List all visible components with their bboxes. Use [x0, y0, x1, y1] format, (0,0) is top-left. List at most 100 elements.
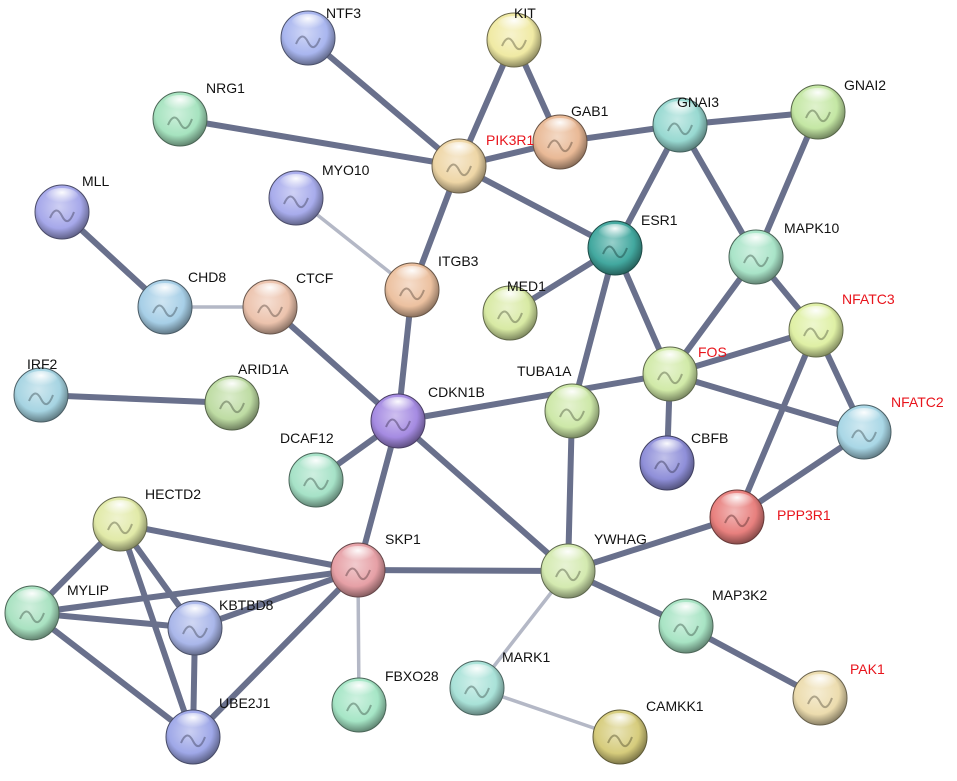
node-arid1a[interactable]: ARID1A: [204, 361, 289, 431]
node-label-ywhag: YWHAG: [594, 531, 647, 547]
node-camkk1[interactable]: CAMKK1: [592, 698, 704, 765]
edge-ywhag-skp1[interactable]: [355, 567, 571, 574]
node-highlight: [803, 673, 837, 693]
edge-mylip-ube2j1[interactable]: [29, 610, 196, 740]
protein-structure-icon: [724, 514, 750, 528]
node-tuba1a[interactable]: TUBA1A: [517, 363, 600, 439]
node-label-kit: KIT: [514, 5, 536, 21]
edge-irf2-arid1a[interactable]: [38, 392, 235, 406]
node-dcaf12[interactable]: DCAF12: [280, 430, 344, 508]
node-label-mark1: MARK1: [502, 649, 550, 665]
protein-structure-icon: [303, 477, 329, 491]
protein-structure-icon: [180, 734, 206, 748]
node-highlight: [178, 603, 212, 623]
edge-skp1-kbtbd8[interactable]: [192, 567, 361, 631]
edge-hectd2-ube2j1[interactable]: [117, 521, 196, 740]
node-highlight: [24, 370, 58, 390]
node-nfatc2[interactable]: NFATC2: [836, 394, 944, 460]
node-highlight: [720, 492, 754, 512]
node-label-nrg1: NRG1: [206, 80, 245, 96]
node-chd8[interactable]: CHD8: [137, 269, 226, 335]
node-label-nfatc2: NFATC2: [891, 394, 944, 410]
node-label-nfatc3: NFATC3: [842, 291, 895, 307]
node-myo10[interactable]: MYO10: [268, 162, 370, 226]
node-pik3r1[interactable]: PIK3R1: [431, 132, 534, 194]
edge-skp1-mylip[interactable]: [29, 567, 361, 616]
protein-structure-icon: [257, 304, 283, 318]
node-highlight: [215, 378, 249, 398]
edge-pik3r1-esr1[interactable]: [456, 163, 618, 251]
node-mark1[interactable]: MARK1: [449, 649, 550, 716]
node-label-kbtbd8: KBTBD8: [219, 597, 274, 613]
edge-ntf3-pik3r1[interactable]: [305, 35, 462, 169]
edge-fos-nfatc2[interactable]: [667, 371, 867, 435]
edge-ctcf-cdkn1b[interactable]: [267, 304, 401, 424]
node-ntf3[interactable]: NTF3: [280, 5, 361, 66]
node-map3k2[interactable]: MAP3K2: [658, 587, 767, 654]
node-cbfb[interactable]: CBFB: [639, 430, 728, 491]
node-label-hectd2: HECTD2: [145, 486, 201, 502]
node-label-fbxo28: FBXO28: [385, 668, 439, 684]
node-ppp3r1[interactable]: PPP3R1: [709, 489, 831, 545]
edge-nfatc3-ppp3r1[interactable]: [734, 327, 819, 520]
node-gab1[interactable]: GAB1: [532, 103, 609, 170]
node-highlight: [650, 438, 684, 458]
protein-structure-icon: [602, 245, 628, 259]
node-fbxo28[interactable]: FBXO28: [331, 668, 439, 733]
protein-structure-icon: [152, 304, 178, 318]
node-label-mapk10: MAPK10: [784, 220, 839, 236]
node-skp1[interactable]: SKP1: [330, 531, 421, 598]
protein-structure-icon: [555, 568, 581, 582]
node-highlight: [555, 386, 589, 406]
node-gnai3[interactable]: GNAI3: [652, 94, 719, 153]
edge-ywhag-ppp3r1[interactable]: [565, 514, 740, 574]
protein-structure-icon: [19, 610, 45, 624]
edge-cdkn1b-fos[interactable]: [395, 371, 673, 424]
node-highlight: [442, 141, 476, 161]
node-nfatc3[interactable]: NFATC3: [788, 291, 895, 358]
node-hectd2[interactable]: HECTD2: [92, 486, 201, 552]
protein-structure-icon: [654, 460, 680, 474]
edge-esr1-tuba1a[interactable]: [569, 245, 618, 414]
node-ywhag[interactable]: YWHAG: [540, 531, 647, 599]
node-kbtbd8[interactable]: KBTBD8: [167, 597, 274, 656]
protein-structure-icon: [182, 625, 208, 639]
node-label-pik3r1: PIK3R1: [486, 132, 534, 148]
node-mll[interactable]: MLL: [34, 173, 109, 240]
node-highlight: [176, 712, 210, 732]
protein-structure-icon: [559, 408, 585, 422]
node-med1[interactable]: MED1: [482, 278, 546, 341]
edge-skp1-hectd2[interactable]: [117, 521, 361, 573]
edge-nrg1-pik3r1[interactable]: [177, 116, 462, 169]
node-gnai2[interactable]: GNAI2: [790, 77, 886, 140]
node-nrg1[interactable]: NRG1: [152, 80, 245, 147]
node-cdkn1b[interactable]: CDKN1B: [370, 384, 485, 449]
node-highlight: [847, 407, 881, 427]
node-ube2j1[interactable]: UBE2J1: [165, 695, 271, 765]
protein-structure-icon: [49, 209, 75, 223]
edge-cdkn1b-ywhag[interactable]: [395, 418, 571, 574]
node-itgb3[interactable]: ITGB3: [384, 253, 479, 318]
node-label-gnai3: GNAI3: [677, 94, 719, 110]
node-esr1[interactable]: ESR1: [587, 212, 678, 276]
node-label-irf2: IRF2: [27, 356, 58, 372]
node-label-itgb3: ITGB3: [438, 253, 479, 269]
node-mylip[interactable]: MYLIP: [4, 582, 109, 641]
node-highlight: [148, 282, 182, 302]
protein-structure-icon: [385, 418, 411, 432]
node-fos[interactable]: FOS: [642, 344, 727, 402]
node-mapk10[interactable]: MAPK10: [728, 220, 839, 285]
node-kit[interactable]: KIT: [486, 5, 542, 68]
node-pak1[interactable]: PAK1: [792, 661, 885, 726]
node-label-fos: FOS: [698, 344, 727, 360]
node-label-myo10: MYO10: [322, 162, 370, 178]
protein-structure-icon: [295, 35, 321, 49]
node-label-med1: MED1: [507, 278, 546, 294]
node-irf2[interactable]: IRF2: [13, 356, 69, 423]
edge-skp1-ube2j1[interactable]: [190, 567, 361, 740]
node-label-esr1: ESR1: [641, 212, 678, 228]
protein-structure-icon: [283, 195, 309, 209]
protein-structure-icon: [345, 567, 371, 581]
node-ctcf[interactable]: CTCF: [242, 270, 333, 335]
node-highlight: [493, 288, 527, 308]
